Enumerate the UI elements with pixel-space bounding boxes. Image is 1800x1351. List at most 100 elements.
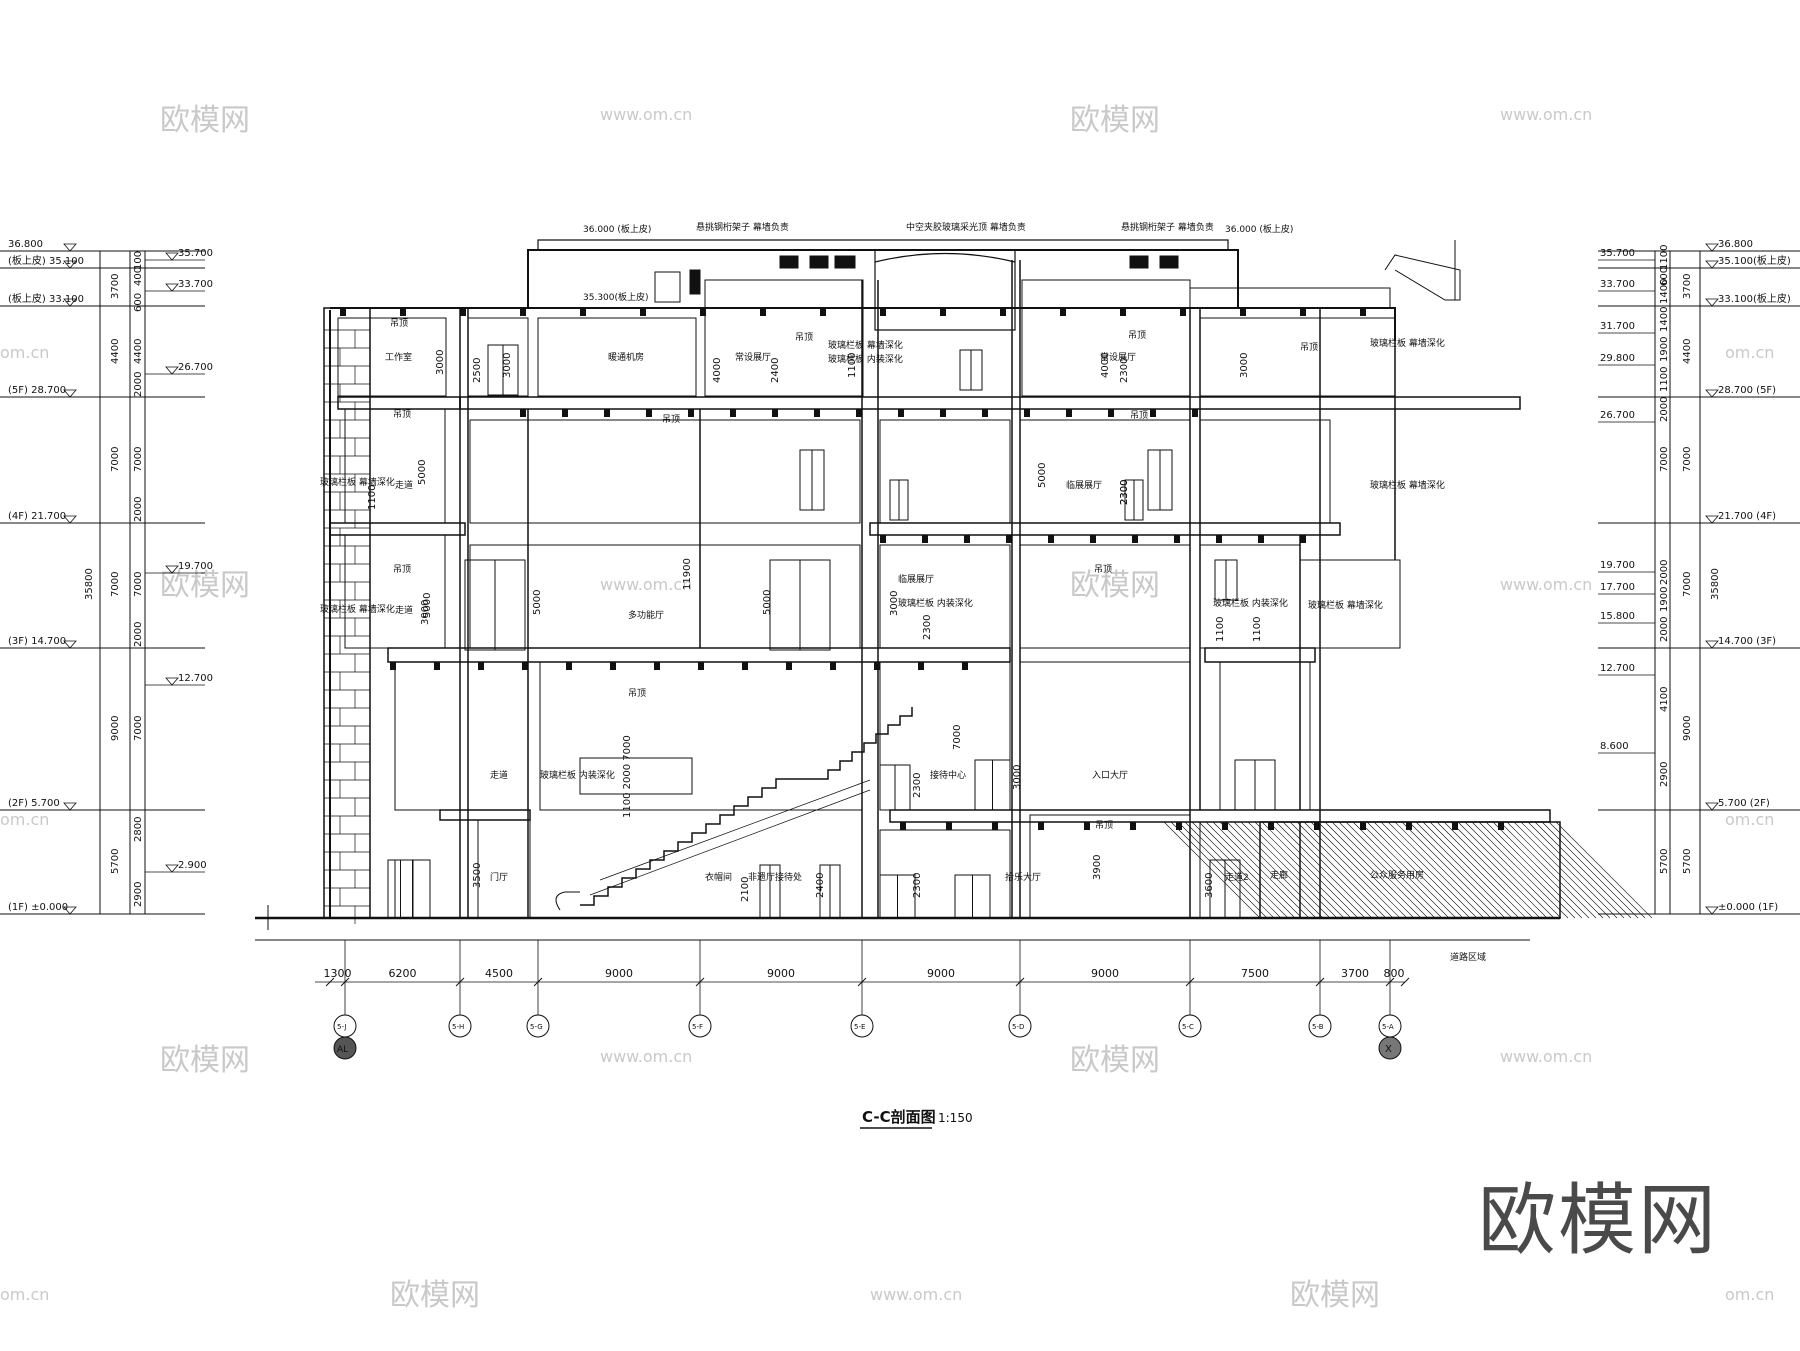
room-label: 走道 — [490, 769, 508, 781]
watermark-logo-small: 欧模网 — [1070, 1043, 1160, 1078]
grid-dim-label: 4500 — [485, 967, 513, 980]
interior-dim: 3900 — [1092, 855, 1103, 880]
watermark-logo-small: 欧模网 — [1290, 1278, 1380, 1313]
right-dim-inner: 2000 — [1659, 560, 1670, 585]
interior-dim: 5000 — [762, 590, 773, 615]
right-inner-level-label: 17.700 — [1600, 582, 1635, 593]
interior-dim: 3000 — [1239, 353, 1250, 378]
right-level-label: 21.700 (4F) — [1718, 511, 1776, 522]
interior-dim: 4000 — [712, 358, 723, 383]
room-label: 走廊 — [1270, 869, 1288, 881]
room-label: 吊顶 — [390, 318, 408, 329]
grid-axis-label: 5-H — [452, 1023, 464, 1031]
grid-axis-label: 5-C — [1182, 1023, 1194, 1031]
room-label: 走道2 — [1225, 871, 1249, 883]
right-dim-outer: 9000 — [1682, 716, 1693, 741]
interior-dim: 5000 — [422, 593, 433, 618]
left-dim-inner: 4400 — [133, 339, 144, 364]
watermark-logo-small: 欧模网 — [160, 103, 250, 138]
watermark-url-short: om.cn — [0, 810, 49, 829]
interior-dim: 2300 — [912, 873, 923, 898]
grid-bubble — [1178, 1014, 1202, 1038]
watermark-url: www.om.cn — [600, 105, 692, 124]
room-label: 道路区域 — [1450, 951, 1486, 963]
roof-note: 悬挑钢桁架子 幕墙负责 — [696, 221, 789, 233]
grid-dim-label: 9000 — [927, 967, 955, 980]
interior-dim: 4000 — [1100, 353, 1111, 378]
interior-dim: 2300 — [912, 773, 923, 798]
roof-note: 悬挑钢桁架子 幕墙负责 — [1121, 221, 1214, 233]
interior-dim: 3600 — [1204, 873, 1215, 898]
roof-note: 36.000 (板上皮) — [583, 223, 651, 235]
watermark-url-short: om.cn — [0, 1285, 49, 1304]
room-label: 临展展厅 — [898, 573, 934, 585]
room-label: 玻璃栏板 内装深化 — [828, 353, 903, 365]
room-label: 走道 — [395, 479, 413, 491]
room-label: 走道 — [395, 604, 413, 616]
right-dim-inner: 600 — [1659, 267, 1670, 286]
grid-dim-label: 800 — [1384, 967, 1405, 980]
grid-axis-label: 5-F — [692, 1023, 703, 1031]
left-inner-level-label: 26.700 — [178, 362, 213, 373]
room-label: 吊顶 — [1095, 820, 1113, 831]
watermark-url: www.om.cn — [600, 575, 692, 594]
left-level-label: (5F) 28.700 — [8, 385, 66, 396]
grid-bubble — [688, 1014, 712, 1038]
room-label: 玻璃栏板 内装深化 — [540, 769, 615, 781]
building-section — [255, 239, 1653, 941]
watermark-url-short: om.cn — [0, 343, 49, 362]
right-elevation-scale — [1598, 250, 1800, 915]
right-dim-outer: 7000 — [1682, 447, 1693, 472]
right-inner-level-label: 26.700 — [1600, 410, 1635, 421]
right-dim-inner: 2000 — [1659, 397, 1670, 422]
left-dim-inner: 2000 — [133, 497, 144, 522]
left-dim-inner: 7000 — [133, 716, 144, 741]
interior-dim: 1100 2000 7000 — [622, 735, 633, 818]
right-inner-level-label: 29.800 — [1600, 353, 1635, 364]
interior-dim: 1100 — [1215, 617, 1226, 642]
interior-dim: 3500 — [472, 863, 483, 888]
right-inner-level-label: 35.700 — [1600, 248, 1635, 259]
grid-axis-label: 5-E — [854, 1023, 865, 1031]
grid-dim-label: 9000 — [605, 967, 633, 980]
room-label: 暖通机房 — [608, 351, 644, 363]
watermark-url: www.om.cn — [1500, 105, 1592, 124]
left-inner-level-label: 2.900 — [178, 860, 207, 871]
roof-notes: 36.000 (板上皮)悬挑钢桁架子 幕墙负责中空夹胶玻璃采光顶 幕墙负责悬挑钢… — [583, 221, 1293, 303]
grid-bubble — [448, 1014, 472, 1038]
watermark-url: www.om.cn — [1500, 575, 1592, 594]
drawing-scale: 1:150 — [938, 1111, 973, 1125]
room-label: 非遗厅接待处 — [748, 871, 802, 883]
right-dim-inner: 5700 — [1659, 849, 1670, 874]
room-label: 公众服务用房 — [1370, 869, 1424, 881]
watermark-url-short: om.cn — [1725, 810, 1774, 829]
room-label: 临展展厅 — [1066, 479, 1102, 491]
left-level-label: (板上皮) 35.100 — [8, 254, 84, 267]
right-inner-level-label: 31.700 — [1600, 321, 1635, 332]
interior-dim: 2300 — [1119, 480, 1130, 505]
left-dim-inner: 2900 — [133, 882, 144, 907]
room-label: 吊顶 — [1130, 410, 1148, 421]
watermark-logo-small: 欧模网 — [160, 568, 250, 603]
room-label: 接待中心 — [930, 769, 966, 781]
left-dim-outer: 3700 — [110, 274, 121, 299]
left-level-label: (板上皮) 33.100 — [8, 292, 84, 305]
right-inner-level-label: 33.700 — [1600, 279, 1635, 290]
grid-end-marker: X — [1385, 1044, 1392, 1055]
left-level-label: (2F) 5.700 — [8, 798, 60, 809]
grid-dim-label: 9000 — [767, 967, 795, 980]
room-label: 多功能厅 — [628, 609, 664, 621]
left-dim-inner: 7000 — [133, 572, 144, 597]
room-label: 吊顶 — [1094, 564, 1112, 575]
grid-dim-label: 3700 — [1341, 967, 1369, 980]
watermark-logo-small: 欧模网 — [1070, 103, 1160, 138]
left-dim-outer: 4400 — [110, 339, 121, 364]
grid-end-marker: AL — [337, 1045, 348, 1055]
room-label: 常设展厅 — [735, 351, 771, 363]
left-total-dim: 35800 — [84, 568, 95, 600]
